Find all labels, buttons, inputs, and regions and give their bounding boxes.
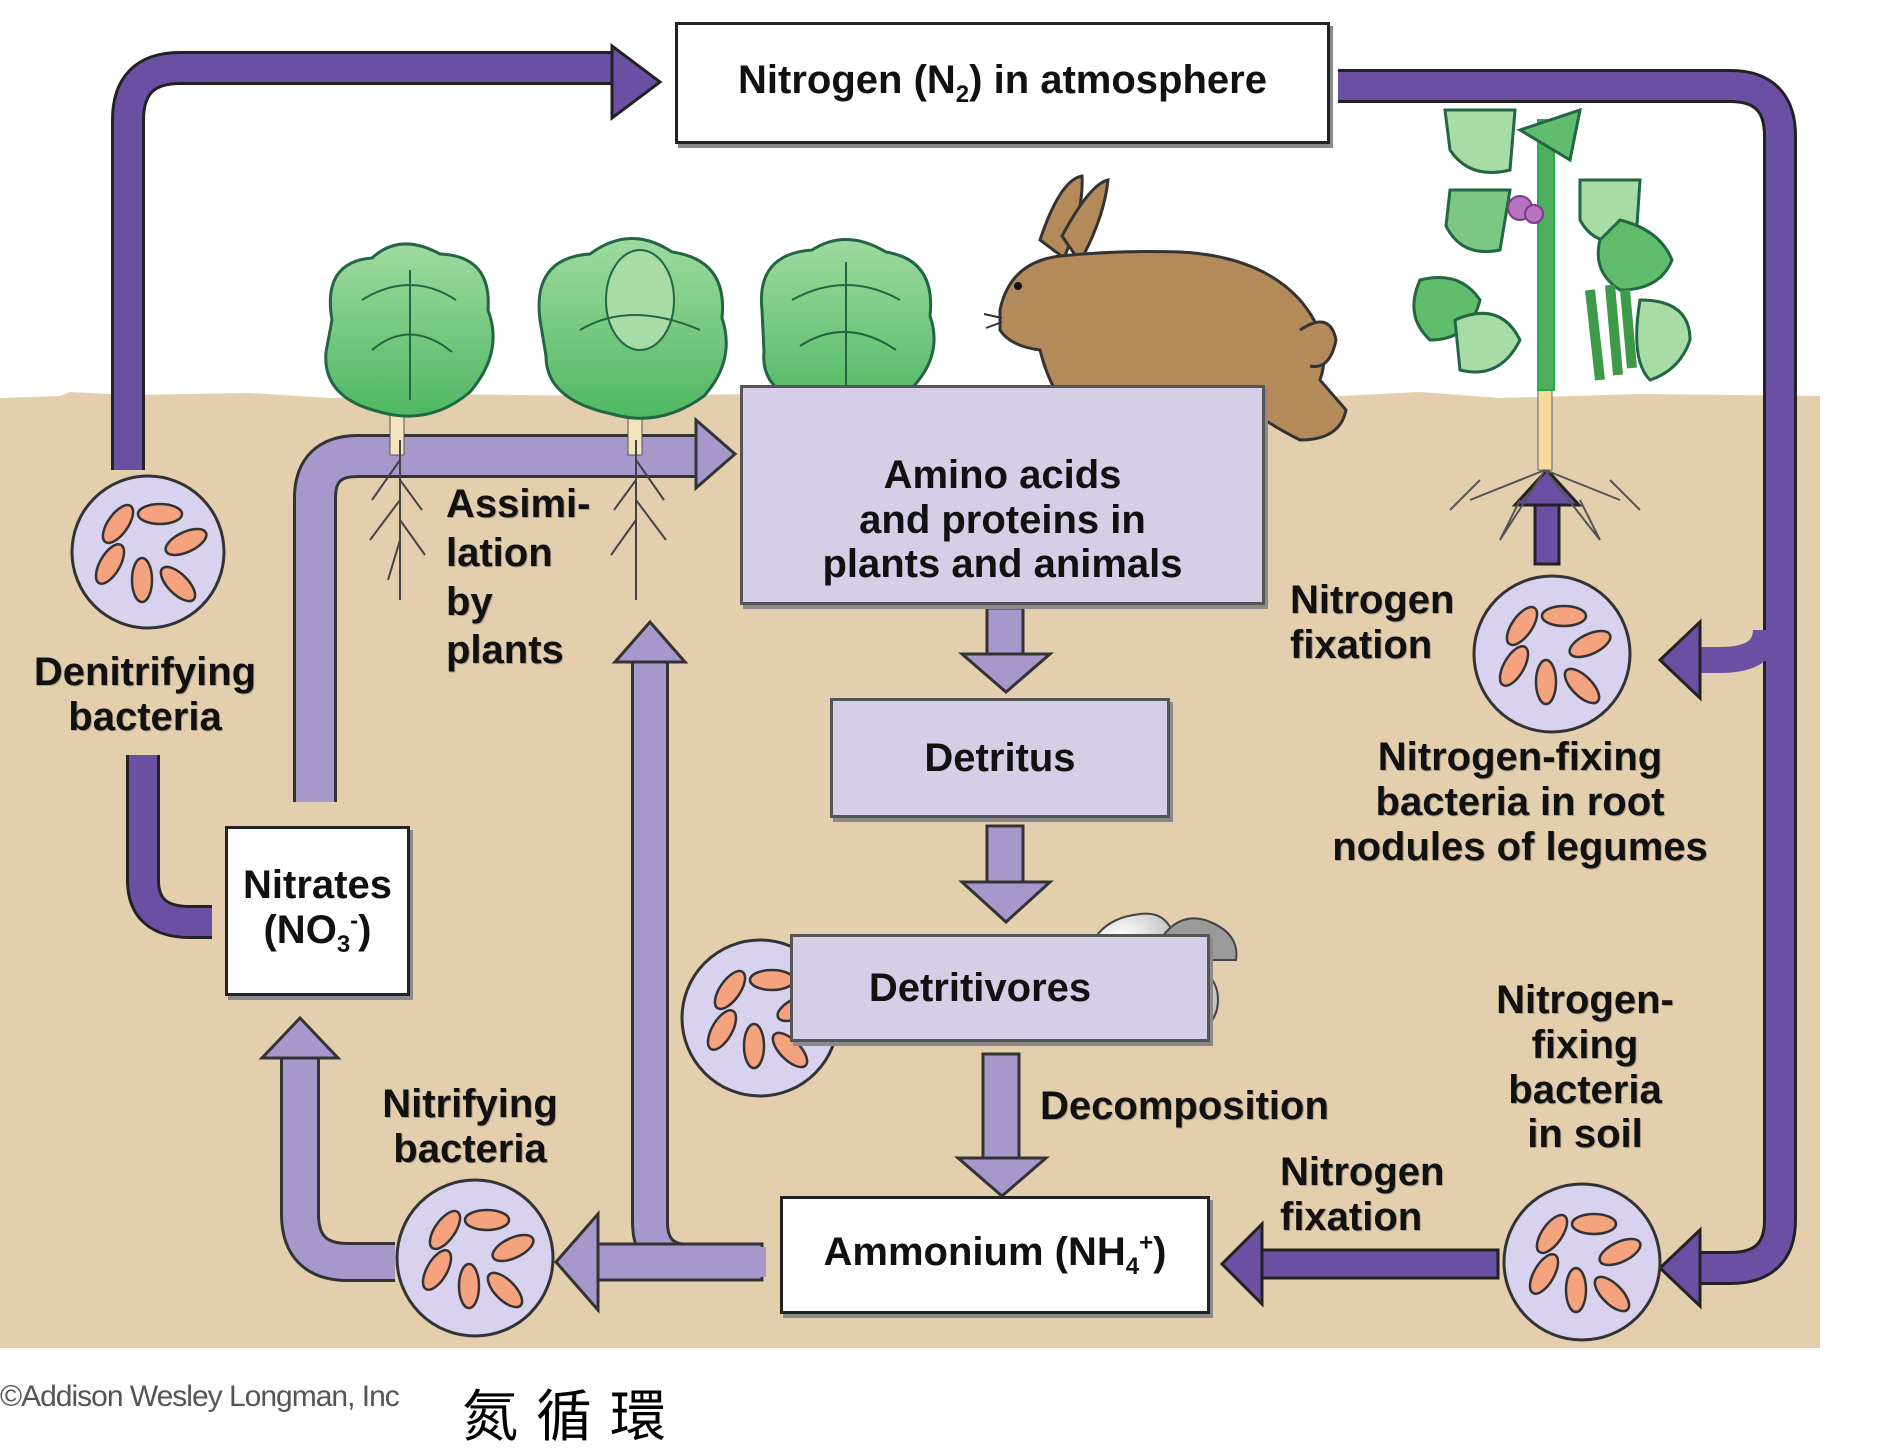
arrow-amino-to-detritus	[957, 606, 1055, 694]
bacterium-icon	[486, 1271, 524, 1309]
copyright-notice: ©Addison Wesley Longman, Inc	[0, 1380, 400, 1413]
bacterium-icon	[1563, 667, 1601, 705]
bacterium-icon	[463, 1208, 511, 1232]
bacterium-icon	[491, 1233, 535, 1263]
bacterium-icon	[1570, 1212, 1618, 1236]
nitrates-box: Nitrates (NO3-)	[225, 826, 410, 996]
atmosphere-nitrogen-box: Nitrogen (N2) in atmosphere	[675, 22, 1330, 144]
soil-nitrogen-fixing-bacteria-label: Nitrogen- fixing bacteria in soil	[1496, 978, 1674, 1157]
arrow-detritus-to-detritivores	[958, 824, 1054, 925]
detritivores-box: Detritivores	[790, 934, 1210, 1042]
arrow-branch-to-root-nodules	[1700, 628, 1779, 673]
detritus-box: Detritus	[830, 698, 1170, 818]
detritus-label: Detritus	[924, 735, 1076, 780]
bacterium-icon	[1498, 645, 1530, 687]
ammonium-label: Ammonium (NH4+)	[823, 1229, 1167, 1280]
ammonium-box: Ammonium (NH4+)	[780, 1196, 1210, 1314]
arrow-head-atmosphere	[610, 43, 663, 121]
bacterium-icon	[1598, 1237, 1642, 1267]
bacterium-icon	[1505, 605, 1539, 647]
nitrifying-bacteria-disc	[395, 1178, 555, 1338]
bacterium-icon	[428, 1209, 462, 1251]
bacterium-icon	[101, 503, 135, 545]
arrow-head-amino-acids	[694, 416, 738, 492]
soil-background	[0, 392, 1820, 1348]
nitrifying-bacteria-label: Nitrifying bacteria	[382, 1082, 558, 1171]
bacterium-icon	[771, 1031, 809, 1069]
bacterium-icon	[130, 556, 154, 604]
amino-acids-box: Amino acids and proteins in plants and a…	[740, 385, 1265, 605]
chinese-title: 氮循環	[462, 1385, 684, 1450]
root-nodules-bacteria-label: Nitrogen-fixing bacteria in root nodules…	[1332, 735, 1708, 869]
amino-acids-label: Amino acids and proteins in plants and a…	[822, 452, 1183, 587]
bacterium-icon	[1564, 1266, 1588, 1314]
arrow-decomposition	[953, 1052, 1051, 1198]
assimilation-by-plants-label: Assimi- lation by plants	[446, 482, 591, 673]
bacterium-icon	[164, 527, 208, 557]
bacterium-icon	[136, 502, 184, 526]
arrow-soil-fixation-to-ammonium	[1258, 1248, 1500, 1280]
cabbage-illustration	[537, 237, 728, 600]
bacterium-icon	[1540, 604, 1588, 628]
bacterium-icon	[742, 1022, 766, 1070]
soil-bacteria-disc	[1502, 1182, 1662, 1342]
arrow-head-nitrates	[258, 1015, 342, 1060]
denitrifying-bacteria-label: Denitrifying bacteria	[33, 650, 257, 739]
bacterium-icon	[94, 543, 126, 585]
detritivores-label: Detritivores	[868, 965, 1092, 1010]
arrow-head-fixation-up	[1511, 467, 1583, 507]
arrow-head-root-nodules	[1657, 618, 1702, 702]
bacterium-icon	[748, 968, 796, 992]
arrow-head-soil-bacteria	[1657, 1226, 1702, 1310]
bacterium-icon	[421, 1249, 453, 1291]
bacterium-icon	[159, 565, 197, 603]
decomposition-label: Decomposition	[1040, 1084, 1329, 1128]
nitrates-formula: (NO3-)	[263, 907, 372, 958]
bacterium-icon	[1528, 1253, 1560, 1295]
bacterium-icon	[1534, 658, 1558, 706]
bacterium-icon	[1593, 1275, 1631, 1313]
bacterium-icon	[1568, 629, 1612, 659]
cabbage-illustration	[324, 242, 495, 600]
bacterium-icon	[713, 969, 747, 1011]
nitrogen-fixation-bottom-label: Nitrogen fixation	[1280, 1150, 1445, 1239]
arrow-fixation-up-shaft	[1533, 498, 1561, 566]
atmosphere-label: Nitrogen (N2) in atmosphere	[738, 57, 1267, 108]
nitrogen-fixation-top-label: Nitrogen fixation	[1290, 578, 1455, 667]
nitrogen-cycle-diagram: Nitrogen (N2) in atmosphere Amino acids …	[0, 22, 1820, 1450]
legume-plant-illustration	[1412, 107, 1692, 541]
nitrates-label: Nitrates	[243, 863, 392, 908]
bacterium-icon	[457, 1262, 481, 1310]
diagram-artwork	[0, 43, 1820, 1348]
bacterium-icon	[1535, 1213, 1569, 1255]
denitrifying-bacteria-disc	[70, 474, 226, 630]
arrow-head-assimilation-up	[611, 619, 689, 664]
root-nodule-bacteria-disc	[1472, 574, 1632, 734]
bacterium-icon	[706, 1009, 738, 1051]
